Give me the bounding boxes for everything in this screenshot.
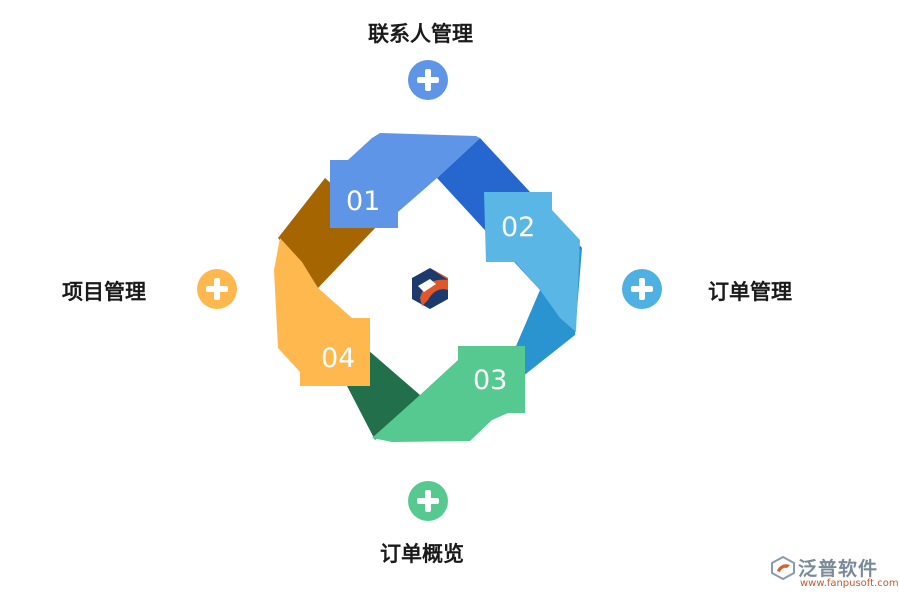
step-number-03: 03 bbox=[473, 365, 507, 396]
fanpu-logo-icon bbox=[771, 556, 795, 580]
label-contact-management: 联系人管理 bbox=[368, 22, 473, 46]
watermark-url: www.fanpusoft.com bbox=[800, 578, 899, 589]
label-order-overview: 订单概览 bbox=[380, 542, 464, 566]
hexagon-logo-icon bbox=[412, 268, 448, 309]
plus-circle-icon[interactable] bbox=[408, 481, 448, 521]
plus-circle-icon[interactable] bbox=[622, 269, 662, 309]
step-number-04: 04 bbox=[321, 343, 355, 374]
label-order-management: 订单管理 bbox=[708, 280, 792, 304]
watermark: 泛普软件 www.fanpusoft.com bbox=[770, 554, 899, 598]
step-number-01: 01 bbox=[346, 186, 380, 217]
arrow-03 bbox=[372, 346, 525, 442]
step-number-02: 02 bbox=[501, 212, 535, 243]
arrow-01 bbox=[330, 133, 480, 228]
arrow-04 bbox=[274, 238, 370, 386]
arrow-02 bbox=[484, 192, 580, 332]
label-project-management: 项目管理 bbox=[62, 280, 146, 304]
watermark-brand: 泛普软件 bbox=[798, 558, 879, 580]
plus-circle-icon[interactable] bbox=[197, 269, 237, 309]
plus-circle-icon[interactable] bbox=[408, 60, 448, 100]
